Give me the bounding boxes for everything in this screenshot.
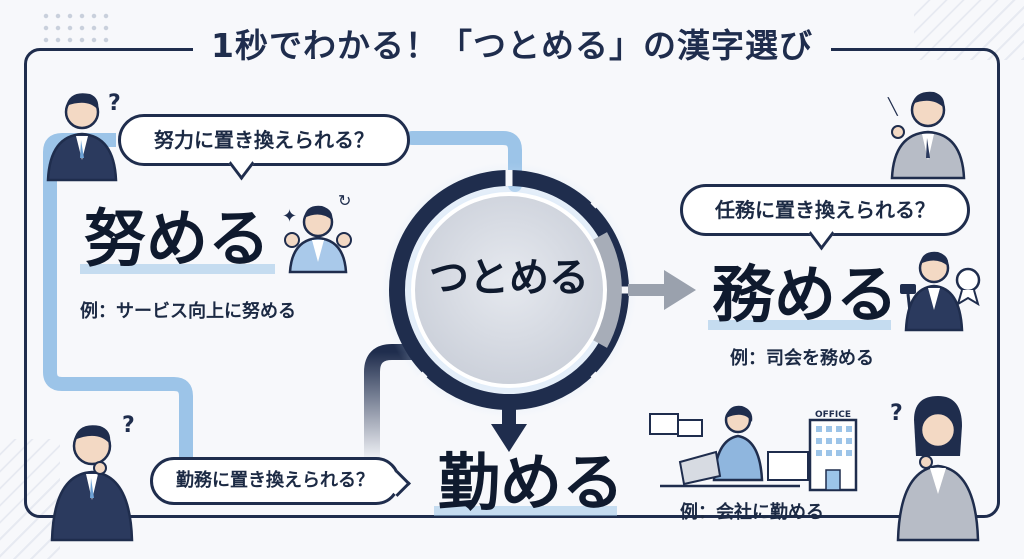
ring-core	[411, 192, 607, 388]
example-text: 例：会社に勤める	[680, 502, 824, 523]
route-left	[43, 133, 193, 458]
page-title: 1秒でわかる！「つとめる」の漢字選び	[193, 24, 831, 68]
computer-icon	[649, 413, 679, 435]
question-text: 任務に置き換えられる？	[715, 198, 935, 222]
route-bottom	[364, 344, 418, 462]
highlight-underline	[80, 264, 275, 274]
question-mark-icon: ?	[122, 413, 135, 438]
question-mark-icon: ?	[108, 91, 121, 116]
question-mark-icon: ?	[890, 401, 903, 426]
question-text: 勤務に置き換えられる？	[176, 470, 374, 491]
decor-dots	[40, 10, 110, 50]
person-thinking-top-left: ?	[46, 91, 121, 182]
person-thinking-bottom-left: ?	[50, 413, 135, 542]
ring-gaps	[402, 170, 628, 387]
person-official	[900, 251, 981, 332]
person-pointing-top-right: ╲	[887, 91, 966, 180]
arrow-right-head	[664, 270, 696, 310]
highlight-underline	[708, 320, 891, 330]
route-top	[405, 131, 522, 192]
person-determined: ✦ ↻	[282, 191, 352, 274]
svg-text:↻: ↻	[338, 191, 351, 210]
arrow-down-head	[491, 424, 527, 452]
highlight-underline	[434, 506, 617, 516]
office-sign: OFFICE	[815, 410, 851, 420]
question-text: 努力に置き換えられる？	[154, 128, 374, 152]
question-bubble-duty: 任務に置き換えられる？	[680, 184, 970, 236]
medal-icon	[955, 267, 981, 293]
question-bubble-effort: 努力に置き換えられる？	[118, 114, 410, 166]
decor-stripes-bottom	[0, 439, 60, 559]
example-text: 例：司会を務める	[730, 348, 874, 369]
gavel-icon	[900, 284, 916, 294]
kanji-tsutomeru-work: 勤める	[438, 446, 625, 519]
kanji-tsutomeru-duty: 務める	[712, 258, 899, 331]
ring-gray-segment	[592, 232, 622, 348]
office-scene: OFFICE	[649, 405, 858, 492]
center-label: つとめる	[429, 255, 589, 301]
sparkle-icon: ✦	[282, 206, 297, 227]
svg-text:╲: ╲	[887, 97, 899, 116]
question-bubble-work: 勤務に置き換えられる？	[150, 457, 400, 505]
person-thinking-woman: ?	[890, 396, 980, 542]
kanji-tsutomeru-effort: 努める	[84, 202, 271, 275]
example-text: 例：サービス向上に努める	[80, 301, 296, 322]
